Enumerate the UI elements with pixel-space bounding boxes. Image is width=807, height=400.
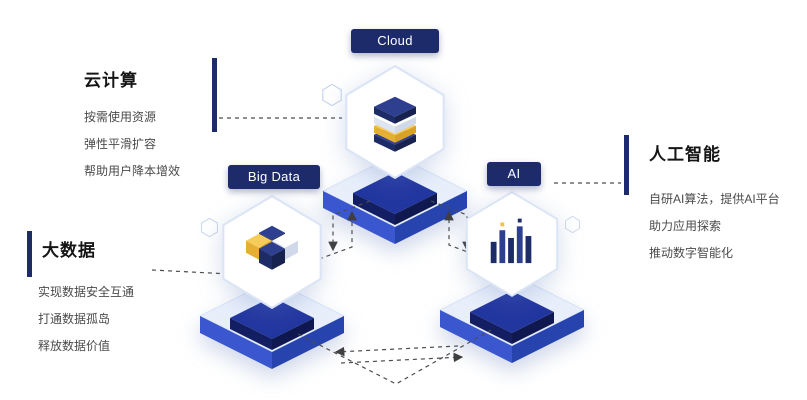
bar-chart-icon: [490, 218, 532, 264]
mini-hexagon-icon: [201, 218, 218, 237]
panel-cloud-line: 按需使用资源: [84, 110, 157, 124]
cube-cluster-icon: [246, 225, 298, 270]
cloud-panel-accent-bar: [212, 58, 217, 132]
ai-platform: [438, 273, 586, 363]
bigdata-badge: Big Data: [228, 165, 320, 189]
panel-ai-line: 自研AI算法，提供AI平台: [649, 192, 780, 206]
slab-top-navy: [374, 96, 416, 124]
panel-cloud: 云计算 按需使用资源 弹性平滑扩容 帮助用户降本增效: [84, 66, 180, 185]
ai-badge: AI: [487, 162, 541, 186]
bigdata-panel-accent-bar: [27, 231, 32, 277]
panel-bigdata-line: 打通数据孤岛: [38, 312, 111, 326]
mini-hexagon-icon: [565, 216, 580, 233]
cloud-badge: Cloud: [351, 29, 439, 53]
panel-bigdata: 大数据 实现数据安全互通 打通数据孤岛 释放数据价值: [38, 236, 134, 360]
panel-bigdata-line: 释放数据价值: [38, 339, 111, 353]
panel-bigdata-title: 大数据: [42, 241, 96, 260]
panel-ai-line: 助力应用探索: [649, 219, 722, 233]
panel-ai-title: 人工智能: [649, 145, 721, 164]
layer-stack-icon: [374, 96, 416, 152]
ai-panel-accent-bar: [624, 135, 629, 195]
cloud-hexagon: [343, 64, 447, 180]
panel-bigdata-line: 实现数据安全互通: [38, 285, 135, 299]
panel-cloud-line: 弹性平滑扩容: [84, 137, 157, 151]
cube-front-navy: [259, 241, 285, 270]
panel-ai-line: 推动数字智能化: [649, 246, 734, 260]
panel-cloud-line: 帮助用户降本增效: [84, 164, 181, 178]
ai-hexagon: [464, 190, 560, 298]
bigdata-hexagon: [220, 194, 324, 310]
panel-cloud-title: 云计算: [84, 71, 138, 90]
mini-hexagon-icon: [322, 84, 342, 106]
panel-ai: 人工智能 自研AI算法，提供AI平台 助力应用探索 推动数字智能化: [649, 140, 780, 267]
